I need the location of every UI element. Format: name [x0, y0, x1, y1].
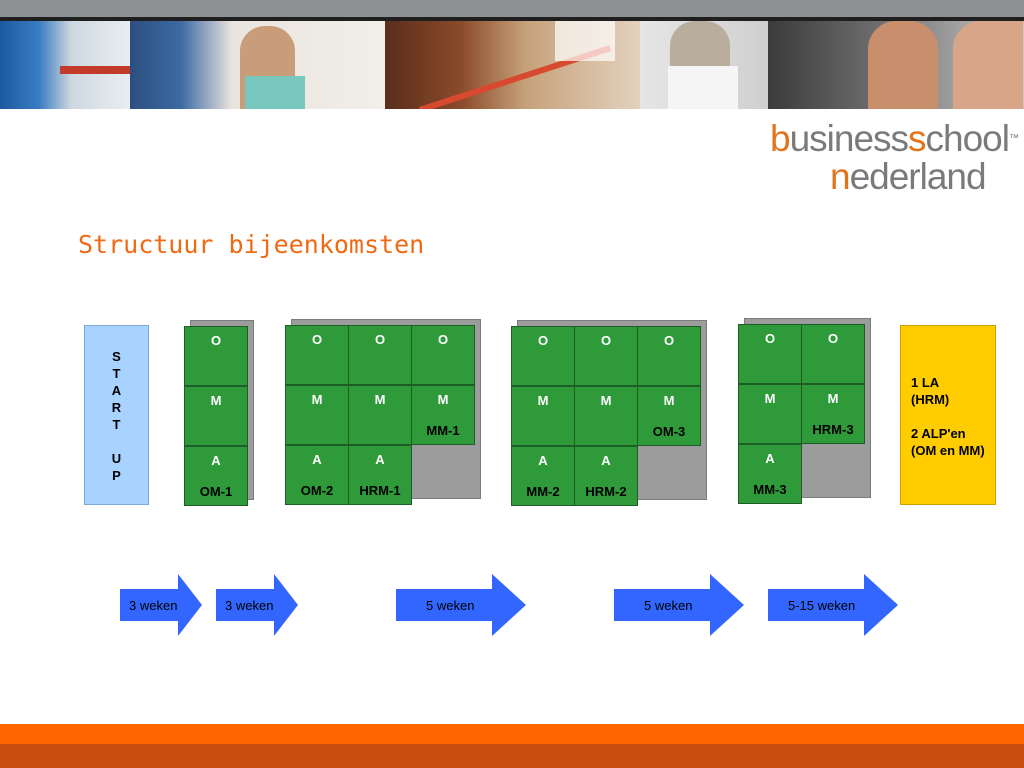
cell-letter: M	[764, 391, 776, 406]
module-cell: M	[285, 385, 349, 445]
module-cell: A OM-2	[285, 445, 349, 505]
startup-text: S T A R T U P	[111, 349, 122, 483]
module-cell: M	[574, 386, 638, 446]
cell-letter: M	[537, 393, 549, 408]
module-cell: M HRM-3	[801, 384, 865, 444]
page-title: Structuur bijeenkomsten	[78, 230, 425, 259]
cell-letter: O	[764, 331, 776, 346]
top-bar-dark-line	[0, 17, 1024, 21]
cell-label: OM-3	[652, 424, 686, 439]
cell-label: HRM-2	[585, 484, 627, 499]
module-cell: O	[738, 324, 802, 384]
module-cell: O	[637, 326, 701, 386]
cell-label: MM-1	[426, 423, 460, 438]
cell-letter: M	[827, 391, 839, 406]
arrow-3-weken-2: 3 weken	[216, 574, 298, 636]
cell-letter: O	[827, 331, 839, 346]
result-line-3: 2 ALP'en	[911, 426, 966, 441]
module-cell: O	[511, 326, 575, 386]
module-cell: A HRM-1	[348, 445, 412, 505]
arrow-3-weken-1: 3 weken	[120, 574, 202, 636]
cell-label: HRM-3	[812, 422, 854, 437]
cell-letter: O	[311, 332, 323, 347]
module-cell: A HRM-2	[574, 446, 638, 506]
cell-letter: O	[663, 333, 675, 348]
cell-letter: O	[210, 333, 222, 348]
cell-letter: A	[375, 452, 385, 467]
module-cell: M	[511, 386, 575, 446]
module-cell: O	[801, 324, 865, 384]
banner-photo-4	[640, 21, 768, 109]
footer-orange-bar	[0, 724, 1024, 744]
cell-label: OM-1	[199, 484, 233, 499]
cell-label: HRM-1	[359, 483, 401, 498]
photo-banner	[0, 21, 1024, 109]
cell-label: OM-2	[300, 483, 334, 498]
banner-photo-5	[768, 21, 1024, 109]
arrow-5-weken-1: 5 weken	[396, 574, 526, 636]
module-cell: M MM-1	[411, 385, 475, 445]
cell-letter: A	[601, 453, 611, 468]
module-cell: M	[184, 386, 248, 446]
module-cell: A OM-1	[184, 446, 248, 506]
module-cell: O	[411, 325, 475, 385]
result-line-2: (HRM)	[911, 392, 950, 407]
cell-letter: M	[600, 393, 612, 408]
module-cell: O	[348, 325, 412, 385]
arrow-5-weken-2: 5 weken	[614, 574, 744, 636]
module-cell: M OM-3	[637, 386, 701, 446]
module-cell: M	[738, 384, 802, 444]
cell-letter: M	[311, 392, 323, 407]
module-cell: A MM-3	[738, 444, 802, 504]
cell-letter: O	[437, 332, 449, 347]
result-box: 1 LA (HRM) 2 ALP'en (OM en MM)	[900, 325, 996, 505]
cell-letter: A	[211, 453, 221, 468]
module-cell: O	[574, 326, 638, 386]
startup-box: S T A R T U P	[84, 325, 149, 505]
banner-photo-1	[0, 21, 130, 109]
cell-letter: O	[600, 333, 612, 348]
module-cell: O	[285, 325, 349, 385]
cell-letter: A	[312, 452, 322, 467]
result-line-4: (OM en MM)	[911, 443, 985, 458]
module-cell: A MM-2	[511, 446, 575, 506]
arrow-5-15-weken: 5-15 weken	[768, 574, 898, 636]
banner-photo-2	[130, 21, 385, 109]
cell-letter: M	[374, 392, 386, 407]
result-line-1: 1 LA	[911, 375, 940, 390]
cell-letter: O	[374, 332, 386, 347]
cell-letter: O	[537, 333, 549, 348]
banner-photo-3	[385, 21, 640, 109]
cell-letter: A	[765, 451, 775, 466]
cell-letter: M	[663, 393, 675, 408]
cell-label: MM-3	[753, 482, 787, 497]
top-bar	[0, 0, 1024, 17]
cell-label: MM-2	[526, 484, 560, 499]
footer-dark-orange-bar	[0, 744, 1024, 768]
module-cell: M	[348, 385, 412, 445]
cell-letter: M	[437, 392, 449, 407]
cell-letter: A	[538, 453, 548, 468]
cell-letter: M	[210, 393, 222, 408]
module-cell: O	[184, 326, 248, 386]
